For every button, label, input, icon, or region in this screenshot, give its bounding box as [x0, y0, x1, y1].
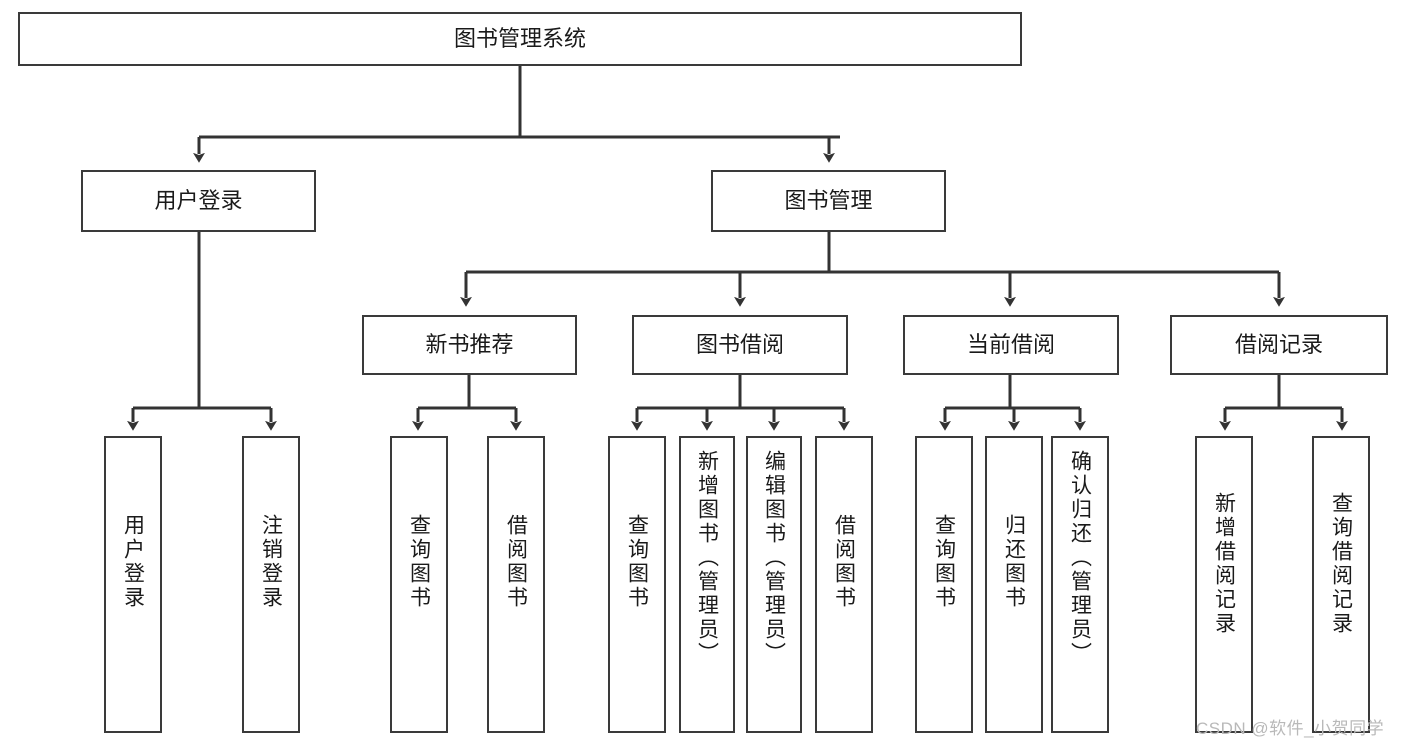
node-label: 查询图书 — [932, 514, 956, 610]
node-label: 注销登录 — [259, 514, 283, 610]
node-label: 查询图书 — [407, 514, 431, 610]
node-book-borrow[interactable]: 图书借阅 — [632, 315, 848, 375]
node-new-book-recommend[interactable]: 新书推荐 — [362, 315, 577, 375]
node-label: 借阅记录 — [1234, 332, 1323, 358]
leaf-user-login[interactable]: 用户登录 — [104, 436, 162, 733]
leaf-query-book-current[interactable]: 查询图书 — [915, 436, 973, 733]
node-label: 当前借阅 — [966, 332, 1055, 358]
leaf-edit-book-admin[interactable]: 编辑图书（管理员） — [746, 436, 802, 733]
node-label: 新书推荐 — [425, 332, 514, 358]
leaf-confirm-return-admin[interactable]: 确认归还（管理员） — [1051, 436, 1109, 733]
node-label: 编辑图书（管理员） — [762, 450, 786, 666]
leaf-query-borrow-record[interactable]: 查询借阅记录 — [1312, 436, 1370, 733]
leaf-add-book-admin[interactable]: 新增图书（管理员） — [679, 436, 735, 733]
node-root[interactable]: 图书管理系统 — [18, 12, 1022, 66]
node-label: 借阅图书 — [504, 514, 528, 610]
node-label: 归还图书 — [1002, 514, 1026, 610]
node-label: 新增借阅记录 — [1212, 492, 1236, 636]
leaf-borrow-book-recommend[interactable]: 借阅图书 — [487, 436, 545, 733]
node-label: 查询借阅记录 — [1329, 492, 1353, 636]
node-borrow-record[interactable]: 借阅记录 — [1170, 315, 1388, 375]
leaf-query-book-recommend[interactable]: 查询图书 — [390, 436, 448, 733]
node-label: 图书管理系统 — [453, 26, 586, 52]
node-label: 用户登录 — [154, 188, 243, 214]
node-label: 确认归还（管理员） — [1068, 450, 1092, 666]
node-label: 图书借阅 — [695, 332, 784, 358]
node-label: 新增图书（管理员） — [695, 450, 719, 666]
node-current-borrow[interactable]: 当前借阅 — [903, 315, 1119, 375]
node-label: 用户登录 — [121, 514, 145, 610]
node-label: 查询图书 — [625, 514, 649, 610]
leaf-query-book-borrow[interactable]: 查询图书 — [608, 436, 666, 733]
node-book-management[interactable]: 图书管理 — [711, 170, 946, 232]
leaf-borrow-book[interactable]: 借阅图书 — [815, 436, 873, 733]
csdn-watermark: CSDN @软件_小贺同学 — [1196, 719, 1385, 738]
leaf-logout[interactable]: 注销登录 — [242, 436, 300, 733]
node-label: 借阅图书 — [832, 514, 856, 610]
node-label: 图书管理 — [784, 188, 873, 214]
node-user-login[interactable]: 用户登录 — [81, 170, 316, 232]
leaf-add-borrow-record[interactable]: 新增借阅记录 — [1195, 436, 1253, 733]
leaf-return-book[interactable]: 归还图书 — [985, 436, 1043, 733]
